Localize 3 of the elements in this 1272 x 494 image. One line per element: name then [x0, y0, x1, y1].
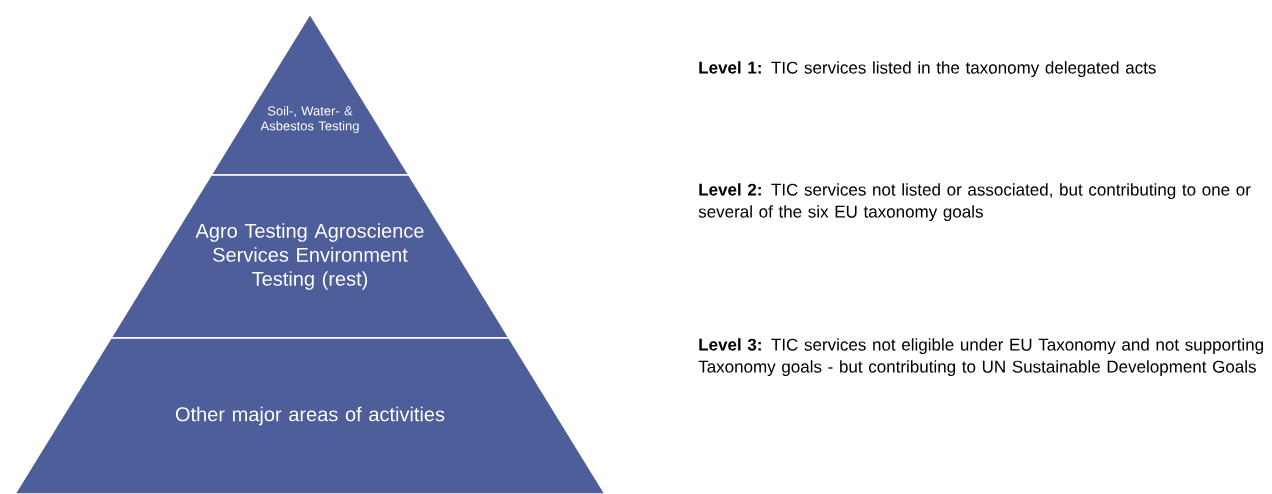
level-description: Level 3: TIC services not eligible under EU Taxonomy and not supporting Taxonomy goals - but contributing to UN Sustainable Development Goals — [698, 338, 1263, 377]
level-description: Level 2: TIC services not listed or associated, but contributing to one or several of the six EU taxonomy goals — [698, 183, 1251, 222]
level-description: Level 1: TIC services listed in the taxonomy delegated acts — [699, 61, 1156, 78]
